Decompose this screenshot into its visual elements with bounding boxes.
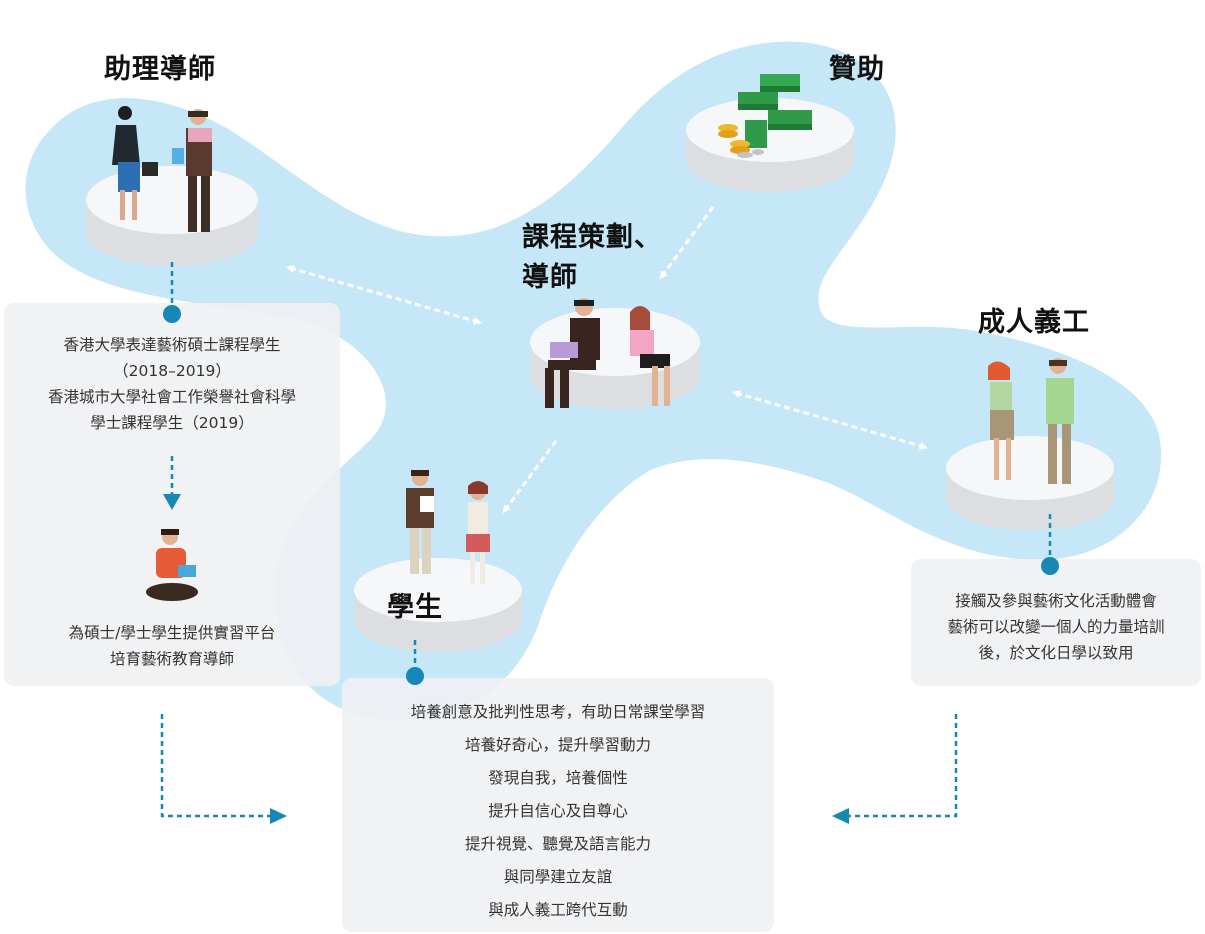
student-benefit-line: 培養好奇心，提升學習動力 [464, 736, 651, 754]
tutor-benefit-line: 為碩士/學士學生提供實習平台 [68, 624, 276, 642]
volunteer-info-box: 接觸及參與藝術文化活動體會 藝術可以改變一個人的力量培訓 後，於文化日學以致用 [911, 559, 1201, 686]
arrow-tutor-planning [286, 265, 482, 325]
student-heading: 學生 [387, 592, 443, 623]
sponsor-heading: 贊助 [829, 54, 885, 85]
student-info-box: 培養創意及批判性思考，有助日常課堂學習 培養好奇心，提升學習動力 發現自我，培養… [342, 678, 774, 932]
planning-heading-line1: 課程策劃、 [522, 222, 662, 253]
student-benefit-line: 與同學建立友誼 [503, 868, 613, 886]
platform-planning [530, 308, 700, 409]
arrow-planning-student [502, 440, 558, 514]
volunteer-info-line: 接觸及參與藝術文化活動體會 [955, 592, 1157, 610]
student-benefit-line: 與成人義工跨代互動 [488, 901, 628, 919]
volunteer-heading: 成人義工 [978, 307, 1090, 338]
student-people-illustration [406, 470, 490, 584]
volunteer-info-line: 藝術可以改變一個人的力量培訓 [947, 618, 1165, 636]
platform-volunteer [946, 436, 1114, 530]
volunteer-info-line: 後，於文化日學以致用 [978, 644, 1134, 662]
tutor-heading: 助理導師 [104, 54, 216, 85]
volunteer-people-illustration [988, 358, 1074, 484]
planning-heading-line2: 導師 [522, 262, 578, 293]
student-benefit-line: 培養創意及批判性思考，有助日常課堂學習 [410, 703, 706, 721]
student-benefit-line: 發現自我，培養個性 [488, 769, 628, 787]
tutor-info-line: （2018–2019） [113, 362, 231, 380]
arrow-sponsor-planning [659, 206, 715, 280]
student-benefit-line: 提升視覺、聽覺及語言能力 [464, 835, 651, 853]
arrow-planning-volunteer [732, 390, 928, 450]
tutor-people-illustration [112, 106, 212, 232]
tutor-info-line: 香港城市大學社會工作榮譽社會科學 [47, 388, 296, 406]
money-stack-icon [718, 74, 812, 158]
tutor-info-line: 香港大學表達藝術碩士課程學生 [63, 336, 281, 354]
tutor-info-box: 香港大學表達藝術碩士課程學生 （2018–2019） 香港城市大學社會工作榮譽社… [4, 303, 340, 686]
tutor-benefit-line: 培育藝術教育導師 [109, 650, 234, 668]
planning-people-illustration [545, 298, 670, 408]
platform-student [354, 558, 522, 652]
platform-tutor [86, 166, 258, 266]
student-benefit-line: 提升自信心及自尊心 [488, 802, 628, 820]
tutor-info-line: 學士課程學生（2019） [90, 414, 254, 432]
